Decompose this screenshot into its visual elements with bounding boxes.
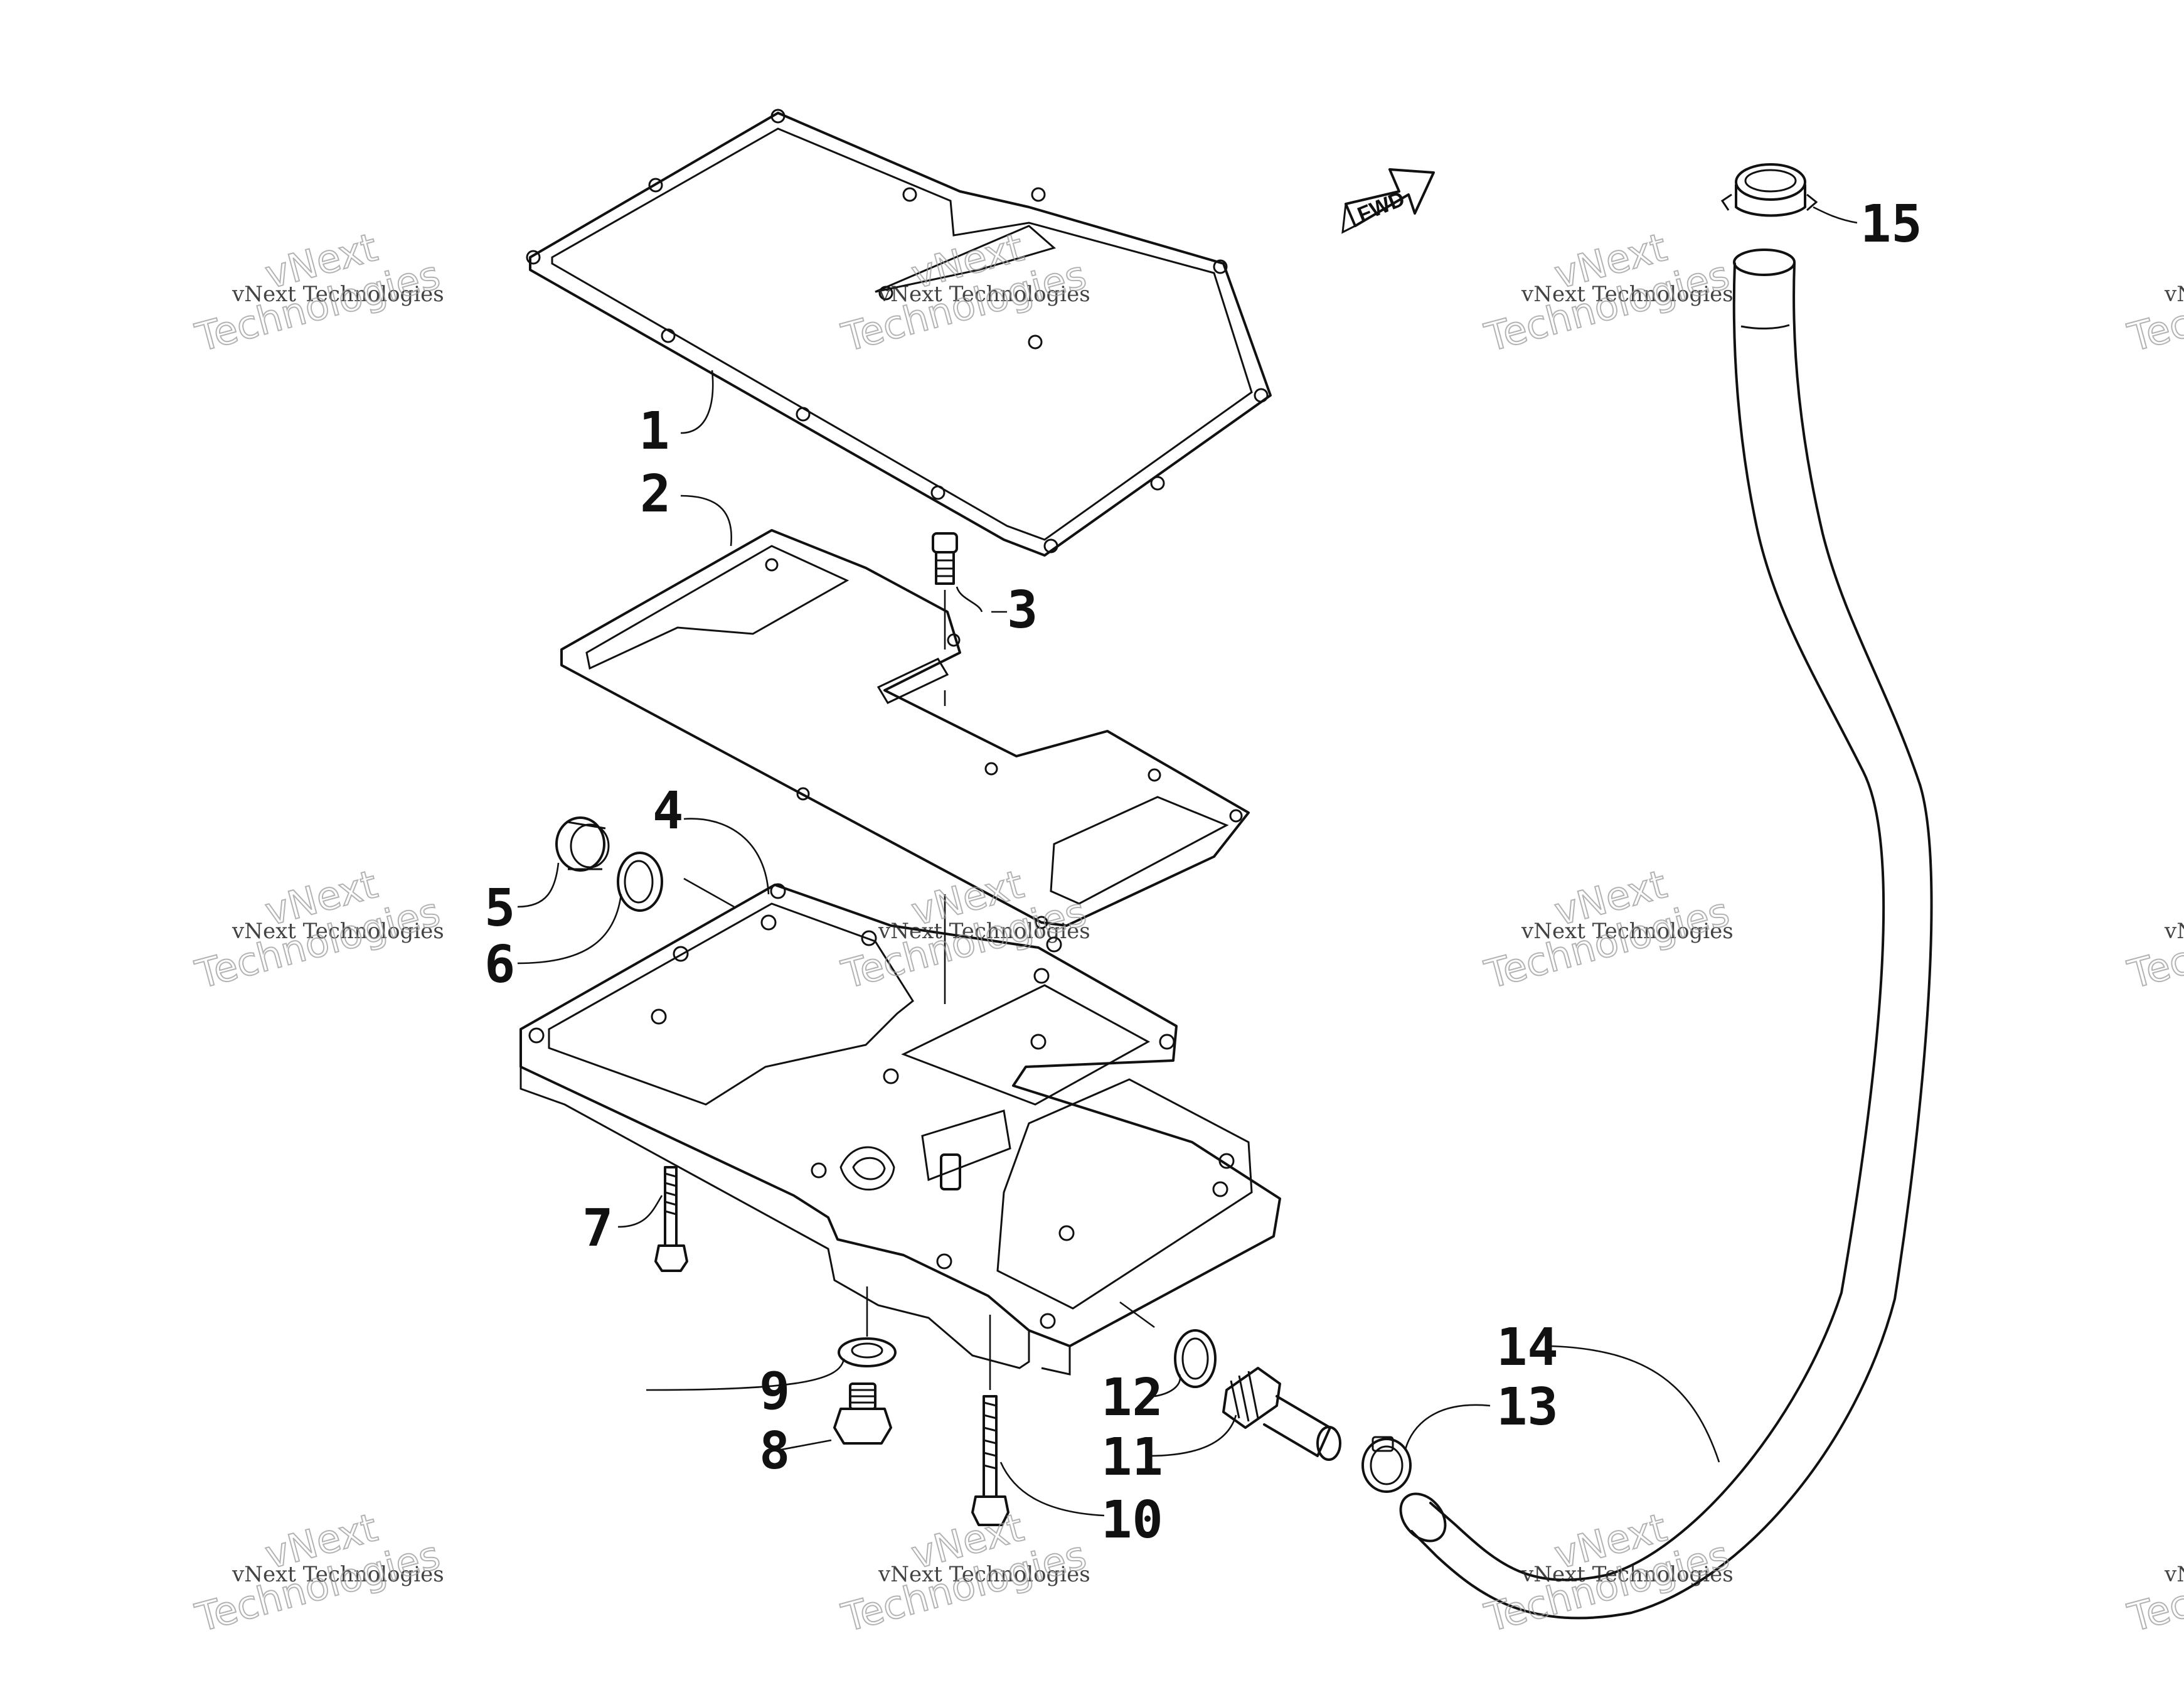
part-12-o-ring[interactable]: [1174, 1329, 1217, 1388]
watermark: vNext Technologies Technologies: [2123, 1531, 2184, 1642]
watermark: vNext vNext Technologies Technologies: [836, 860, 1092, 998]
fwd-label: FWD: [1354, 187, 1408, 227]
svg-text:vNext Technologies: vNext Technologies: [1521, 919, 1734, 944]
callout-labels: 1 2 3 4 5 6 7 8 9 10 11 12 13 14 15: [484, 195, 1922, 1550]
callout-2: 2: [640, 464, 671, 524]
svg-text:Technologies: Technologies: [2123, 252, 2184, 361]
callout-15: 15: [1860, 195, 1922, 254]
callout-11: 11: [1101, 1428, 1163, 1487]
svg-text:Technologies: Technologies: [2123, 889, 2184, 998]
svg-text:vNext Technologies: vNext Technologies: [2164, 919, 2184, 944]
part-10-long-bolt[interactable]: [971, 1315, 1009, 1526]
watermark: vNext vNext Technologies Technologies: [836, 223, 1092, 361]
watermark: vNext Technologies Technologies: [2123, 888, 2184, 998]
watermark: vNext vNext Technologies Technologies: [190, 860, 445, 998]
svg-text:vNext Technologies: vNext Technologies: [2164, 1562, 2184, 1587]
svg-text:vNext Technologies: vNext Technologies: [1521, 282, 1734, 307]
part-13-hose-clamp[interactable]: [1361, 1436, 1412, 1493]
part-1-upper-gasket[interactable]: [526, 109, 1272, 557]
part-9-washer[interactable]: [838, 1286, 897, 1367]
callout-7: 7: [582, 1199, 613, 1258]
leader-lines: [517, 206, 1858, 1517]
callout-9: 9: [759, 1362, 790, 1421]
watermark: vNext vNext Technologies Technologies: [1479, 860, 1735, 998]
callout-14: 14: [1496, 1318, 1558, 1377]
watermark: vNext vNext Technologies Technologies: [836, 1504, 1092, 1642]
part-2-lower-gasket[interactable]: [560, 529, 1250, 929]
callout-13: 13: [1496, 1377, 1558, 1437]
forward-direction-arrow: FWD: [1341, 168, 1435, 234]
callout-8: 8: [759, 1421, 790, 1481]
svg-text:vNext Technologies: vNext Technologies: [232, 282, 444, 307]
callout-4: 4: [653, 781, 683, 841]
svg-text:vNext Technologies: vNext Technologies: [878, 282, 1090, 307]
part-6-o-ring[interactable]: [617, 852, 663, 912]
part-3-bolt[interactable]: [932, 532, 958, 650]
svg-text:vNext Technologies: vNext Technologies: [878, 919, 1090, 944]
part-15-hose-clamp[interactable]: [1720, 163, 1818, 217]
svg-text:vNext Technologies: vNext Technologies: [1521, 1562, 1734, 1587]
callout-3: 3: [1007, 580, 1038, 640]
part-7-bolt[interactable]: [654, 1166, 688, 1272]
svg-text:vNext Technologies: vNext Technologies: [232, 1562, 444, 1587]
part-8-drain-bolt[interactable]: [833, 1382, 892, 1445]
svg-text:vNext Technologies: vNext Technologies: [878, 1562, 1090, 1587]
watermark: vNext vNext Technologies Technologies: [1479, 1504, 1735, 1642]
svg-text:vNext Technologies: vNext Technologies: [2164, 282, 2184, 307]
part-11-fitting[interactable]: [1222, 1367, 1341, 1461]
watermark: vNext vNext Technologies Technologies: [190, 1504, 445, 1642]
part-14-hose[interactable]: [1392, 249, 1933, 1620]
callout-1: 1: [639, 402, 669, 461]
watermark: vNext vNext Technologies Technologies: [1479, 223, 1735, 361]
callout-12: 12: [1101, 1368, 1163, 1428]
callout-5: 5: [484, 879, 515, 938]
svg-text:vNext Technologies: vNext Technologies: [232, 919, 444, 944]
callout-6: 6: [484, 935, 515, 995]
callout-10: 10: [1101, 1490, 1163, 1550]
part-5-plug[interactable]: [555, 816, 610, 872]
part-4-oil-pan[interactable]: [519, 883, 1281, 1376]
watermark: vNext vNext Technologies Technologies: [190, 223, 445, 361]
watermark: vNext Technologies Technologies: [2123, 251, 2184, 361]
svg-text:Technologies: Technologies: [2123, 1532, 2184, 1641]
